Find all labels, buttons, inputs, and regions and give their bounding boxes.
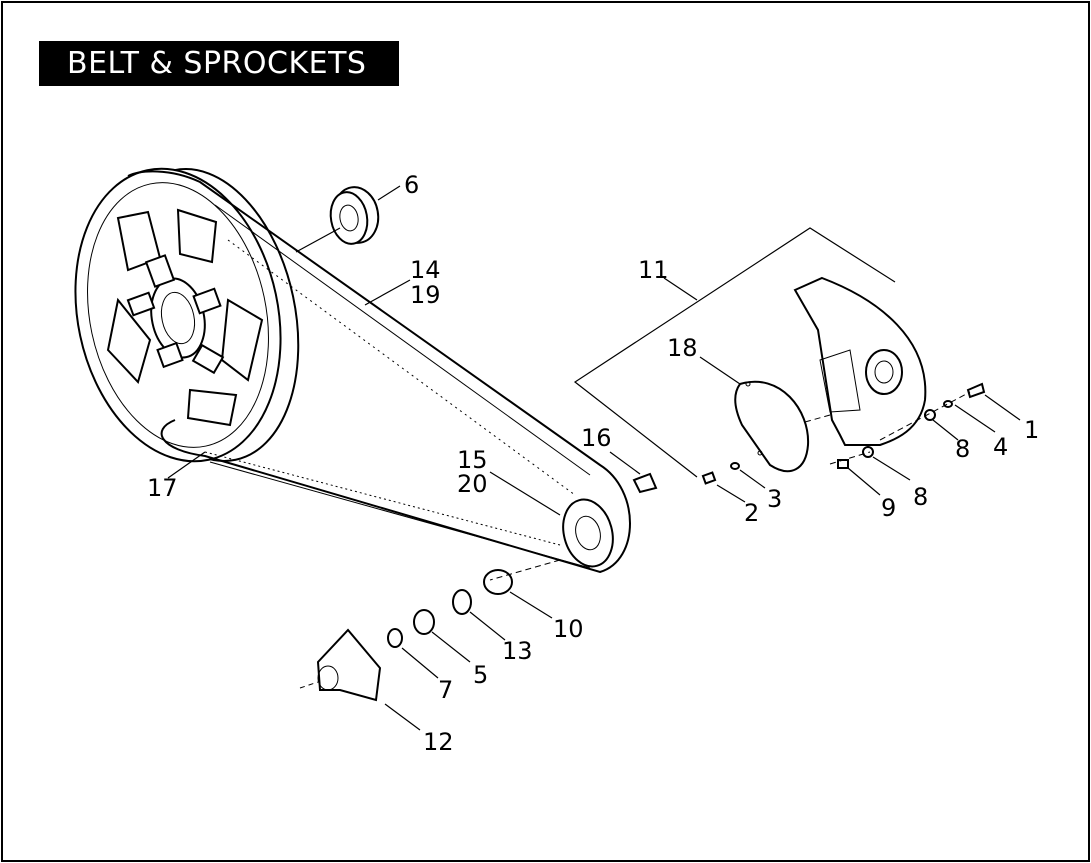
washer-4: [943, 400, 953, 408]
callout-4: 4: [993, 433, 1008, 461]
callout-2: 2: [744, 499, 759, 527]
drive-belt: [127, 170, 631, 574]
washer-7: [387, 628, 403, 648]
callout-labels: 6 14 19 11 18 16 15 20 17 1 4 8 8 9 3 2 …: [147, 171, 1039, 756]
cover-plate: [734, 380, 810, 473]
stud-9: [837, 459, 849, 469]
callout-17: 17: [147, 474, 178, 502]
callout-3: 3: [767, 485, 782, 513]
spacer-10: [483, 569, 513, 595]
callout-13: 13: [502, 637, 533, 665]
callout-8-upper: 8: [955, 435, 970, 463]
hardware-items: [316, 382, 986, 702]
screw-1: [966, 382, 986, 399]
callout-6: 6: [404, 171, 419, 199]
rear-sprocket: [74, 167, 300, 463]
diagram-title: BELT & SPROCKETS: [39, 41, 399, 86]
washer-3: [730, 462, 740, 470]
screw-16: [632, 472, 658, 494]
screw-2: [701, 471, 717, 485]
callout-8-lower: 8: [913, 483, 928, 511]
callout-1: 1: [1024, 416, 1039, 444]
sprocket-shaft-12: [316, 628, 382, 702]
nut-8b: [862, 446, 874, 458]
bearing: [329, 186, 380, 245]
leader-lines: [167, 185, 1021, 731]
spacer-5: [413, 609, 435, 635]
lockwasher-13: [452, 589, 472, 615]
callout-20: 20: [457, 470, 488, 498]
callout-12: 12: [423, 728, 454, 756]
front-sprocket: [562, 498, 614, 568]
callout-15: 15: [457, 446, 488, 474]
callout-5: 5: [473, 661, 488, 689]
callout-16: 16: [581, 424, 612, 452]
nut-8a: [924, 409, 936, 421]
callout-7: 7: [438, 676, 453, 704]
callout-14: 14: [410, 256, 441, 284]
callout-10: 10: [553, 615, 584, 643]
callout-11: 11: [638, 256, 669, 284]
callout-9: 9: [881, 494, 896, 522]
callout-18: 18: [667, 334, 698, 362]
callout-19: 19: [410, 281, 441, 309]
sprocket-cover: [793, 276, 927, 446]
